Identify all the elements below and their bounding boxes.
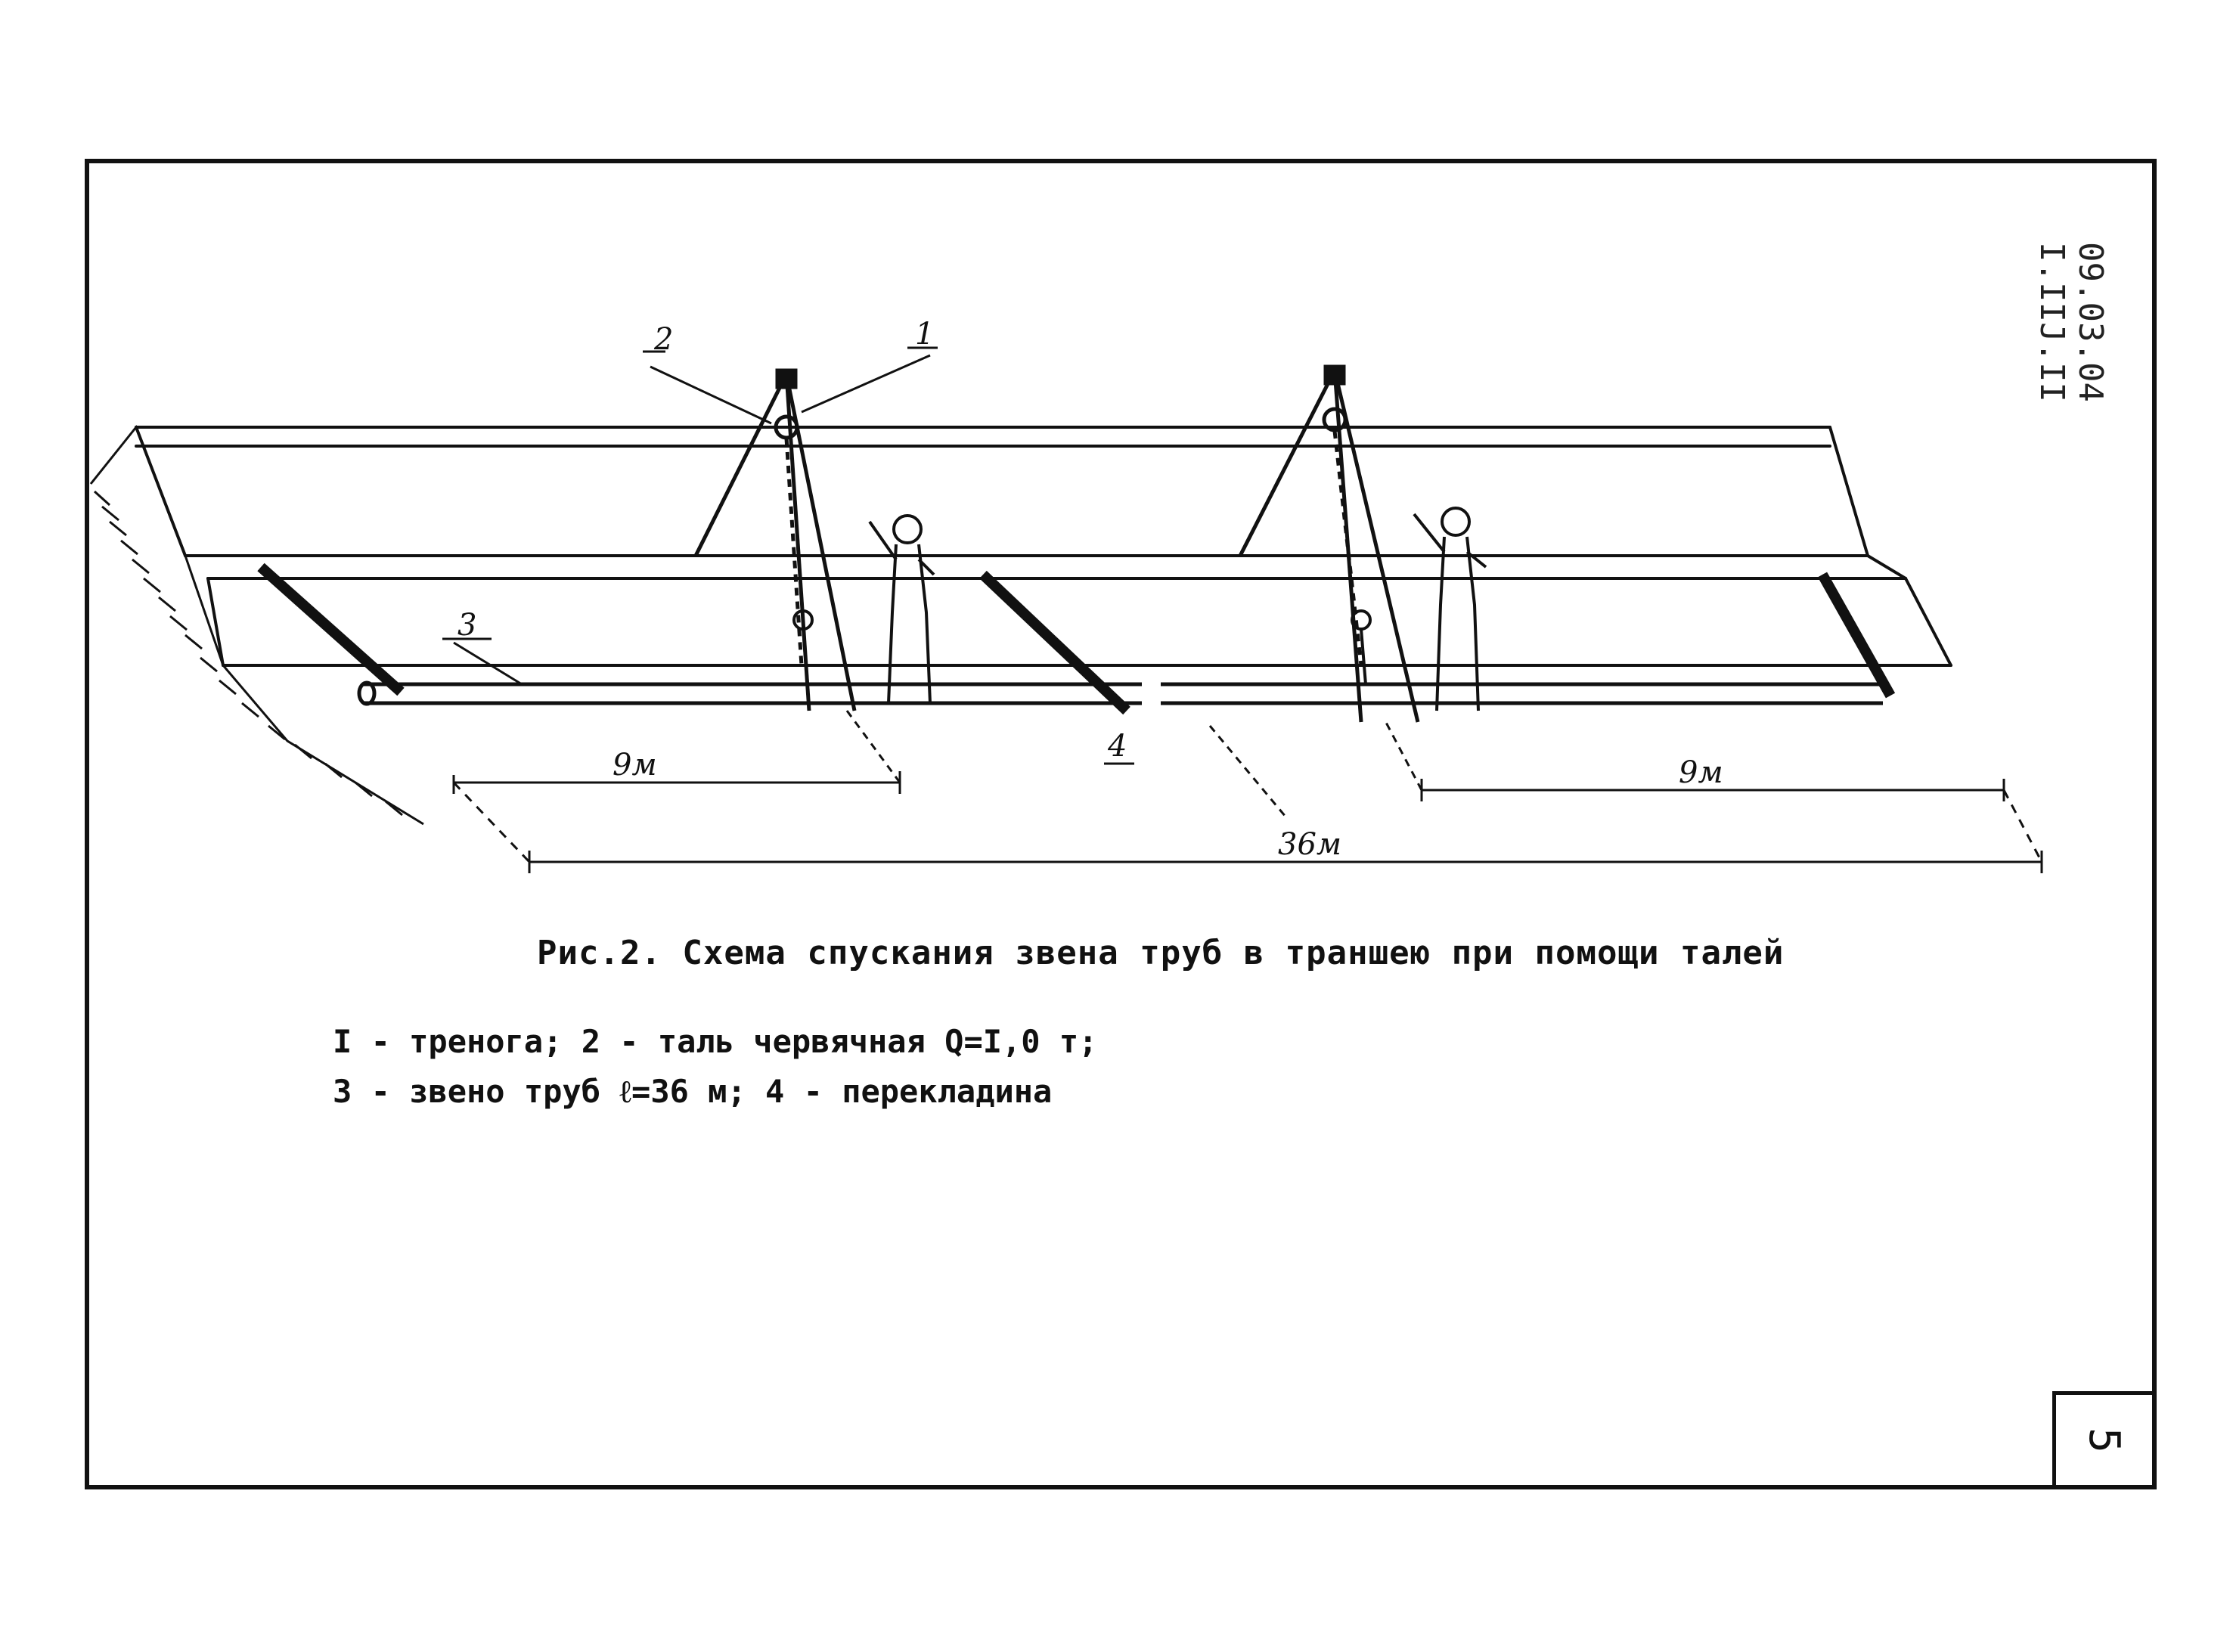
worker-right [1413,507,1487,711]
pipe-slings [792,609,1372,685]
tripod-left [693,368,857,711]
page-number: 5 [2079,1427,2129,1453]
document-code-line2: I.IIJ.II [2033,242,2071,402]
worker-left [868,514,935,704]
callout-label-1: 1 [915,317,934,352]
trench-outline [135,426,1952,667]
page-frame [85,159,2157,1489]
figure-legend: I - тренога; 2 - таль червячная Q=I,0 т;… [333,1017,1618,1117]
soil-hatching [89,425,424,826]
figure-caption: Рис.2. Схема спускания звена труб в тран… [537,934,1785,972]
legend-line-1: I - тренога; 2 - таль червячная Q=I,0 т; [333,1023,1098,1060]
callout-label-3: 3 [457,608,476,643]
pipe-string [357,680,1883,706]
crossbeams [257,563,1896,715]
tripod-right [1238,364,1420,723]
dimension-lines [452,710,2043,873]
document-code-line1: 09.03.04 [2071,242,2110,402]
callout-label-4: 4 [1107,729,1127,764]
dimension-total-span: 36м [1278,827,1341,862]
callout-label-2: 2 [653,322,673,357]
dimension-left-span: 9м [613,748,657,783]
document-code: 09.03.04 I.IIJ.II [2033,242,2110,402]
page-number-box: 5 [2052,1391,2157,1489]
legend-line-2: 3 - звено труб ℓ=36 м; 4 - перекладина [333,1073,1053,1110]
dimension-right-span: 9м [1679,755,1723,790]
callout-leaders [442,346,1134,765]
